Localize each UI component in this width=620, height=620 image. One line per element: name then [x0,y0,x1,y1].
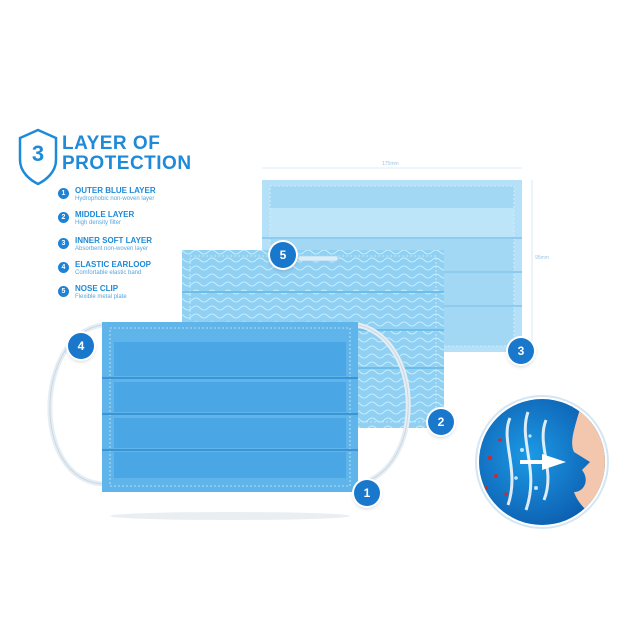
callout-badge-1: 1 [354,480,380,506]
legend-item-inner-soft-layer: 3 INNER SOFT LAYER Absorbent non-woven l… [58,236,188,258]
title-line-1: LAYER OF [62,133,161,154]
legend-number: 1 [58,188,69,199]
breathing-illustration [475,395,609,529]
outer-blue-layer [102,322,358,492]
shadow [110,512,350,520]
legend-number: 5 [58,286,69,297]
legend-item-nose-clip: 5 NOSE CLIP Flexible metal plate [58,284,188,306]
legend-number: 4 [58,262,69,273]
legend-title: OUTER BLUE LAYER [75,186,156,195]
shield-icon [18,128,58,186]
callout-badge-4: 4 [68,333,94,359]
legend-description: High density filter [75,220,122,226]
title-line-2: PROTECTION [62,153,192,174]
legend-title: NOSE CLIP [75,284,119,293]
legend-item-outer-blue-layer: 1 OUTER BLUE LAYER Hydrophobic non-woven… [58,186,188,208]
width-dimension-label: 175mm [382,161,399,167]
legend-number: 2 [58,212,69,223]
legend-title: ELASTIC EARLOOP [75,260,152,269]
dimension-lines [262,167,533,352]
legend-title: INNER SOFT LAYER [75,236,153,245]
legend-description: Hydrophobic non-woven layer [75,196,155,202]
callout-badge-5: 5 [270,242,296,268]
shield-number: 3 [31,141,45,166]
nose-clip [297,255,339,262]
callout-badge-3: 3 [508,338,534,364]
legend-description: Flexible metal plate [75,294,127,300]
legend-number: 3 [58,238,69,249]
legend-title: MIDDLE LAYER [75,210,135,219]
height-dimension-label: 95mm [535,255,549,261]
legend-description: Absorbent non-woven layer [75,246,149,252]
legend-item-elastic-earloop: 4 ELASTIC EARLOOP Comfortable elastic ba… [58,260,188,282]
callout-badge-2: 2 [428,409,454,435]
legend-item-middle-layer: 2 MIDDLE LAYER High density filter [58,210,188,232]
legend-description: Comfortable elastic band [75,270,142,276]
